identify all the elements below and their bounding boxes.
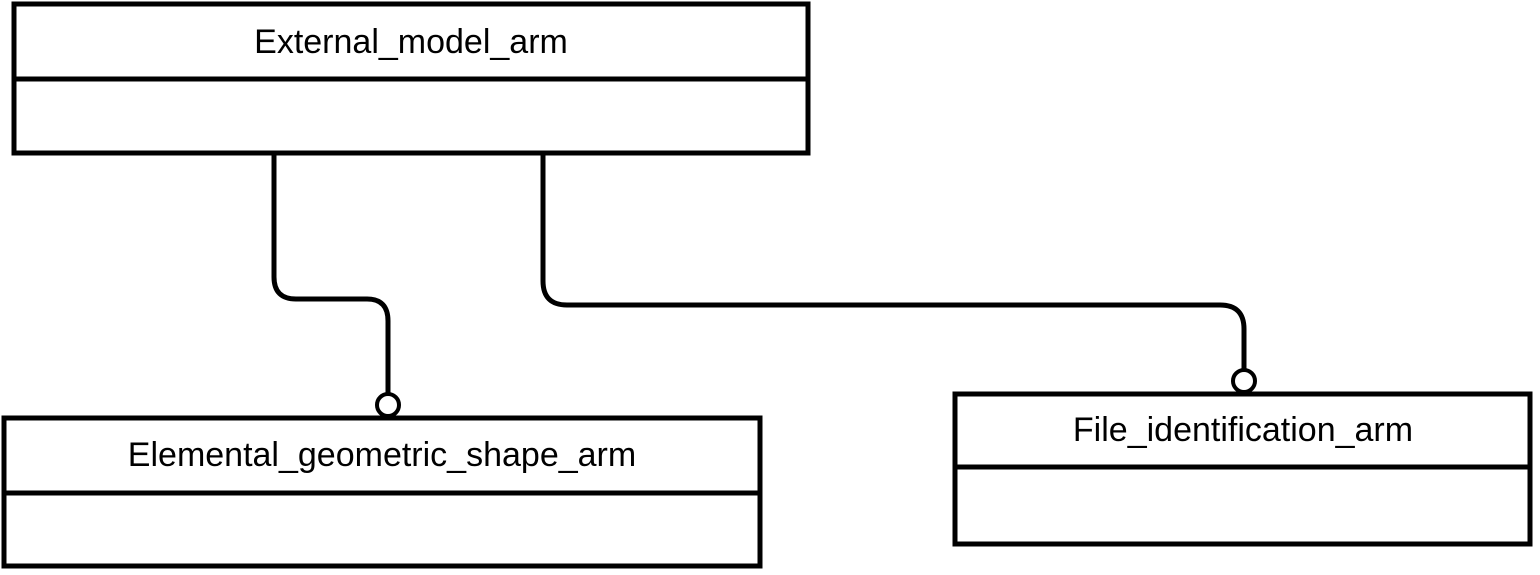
relationship-line-external-to-elemental — [271, 153, 391, 394]
optional-marker-file — [1231, 368, 1257, 394]
relationship-line-external-to-file — [540, 153, 1247, 370]
entity-box-external-model[interactable]: External_model_arm — [11, 1, 811, 156]
entity-box-file-identification[interactable]: File_identification_arm — [952, 391, 1533, 547]
optional-marker-elemental — [375, 392, 401, 418]
entity-title: External_model_arm — [254, 23, 568, 61]
entity-title: File_identification_arm — [1073, 411, 1413, 449]
entity-box-elemental-geometric-shape[interactable]: Elemental_geometric_shape_arm — [1, 415, 763, 569]
entity-title: Elemental_geometric_shape_arm — [128, 436, 636, 474]
